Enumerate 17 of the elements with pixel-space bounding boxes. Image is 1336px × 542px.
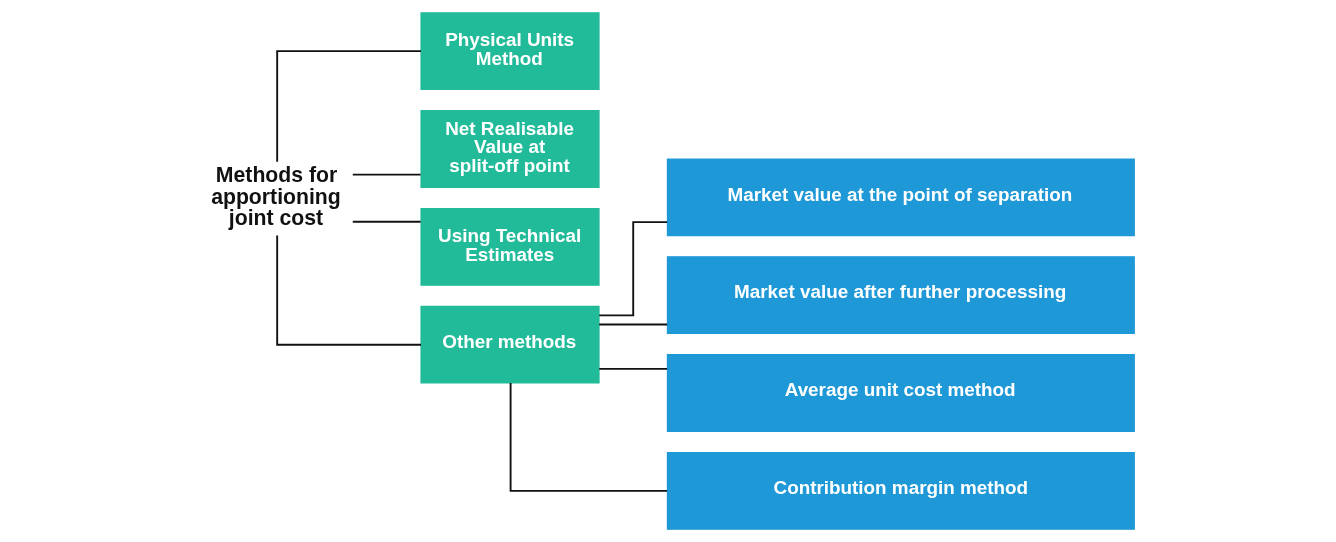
- connector: [598, 367, 669, 370]
- connector: [351, 173, 422, 176]
- node-box: Contribution margin method: [666, 451, 1135, 530]
- node-box: Market value at the point of separation: [666, 158, 1135, 237]
- node-box: Average unit cost method: [666, 354, 1135, 432]
- node-box: Using Technical Estimates: [420, 207, 600, 286]
- connector: [351, 220, 422, 223]
- node-text: Methods for apportioning joint cost: [211, 163, 341, 229]
- connector: [598, 221, 669, 317]
- node-box: Net Realisable Value at split-off point: [420, 110, 600, 188]
- connector: [598, 323, 669, 326]
- node-box: Other methods: [420, 305, 600, 384]
- connector: [276, 50, 422, 163]
- connector: [276, 234, 422, 346]
- connector: [509, 382, 669, 492]
- node-box: Physical Units Method: [420, 12, 600, 91]
- node-box: Market value after further processing: [666, 256, 1135, 335]
